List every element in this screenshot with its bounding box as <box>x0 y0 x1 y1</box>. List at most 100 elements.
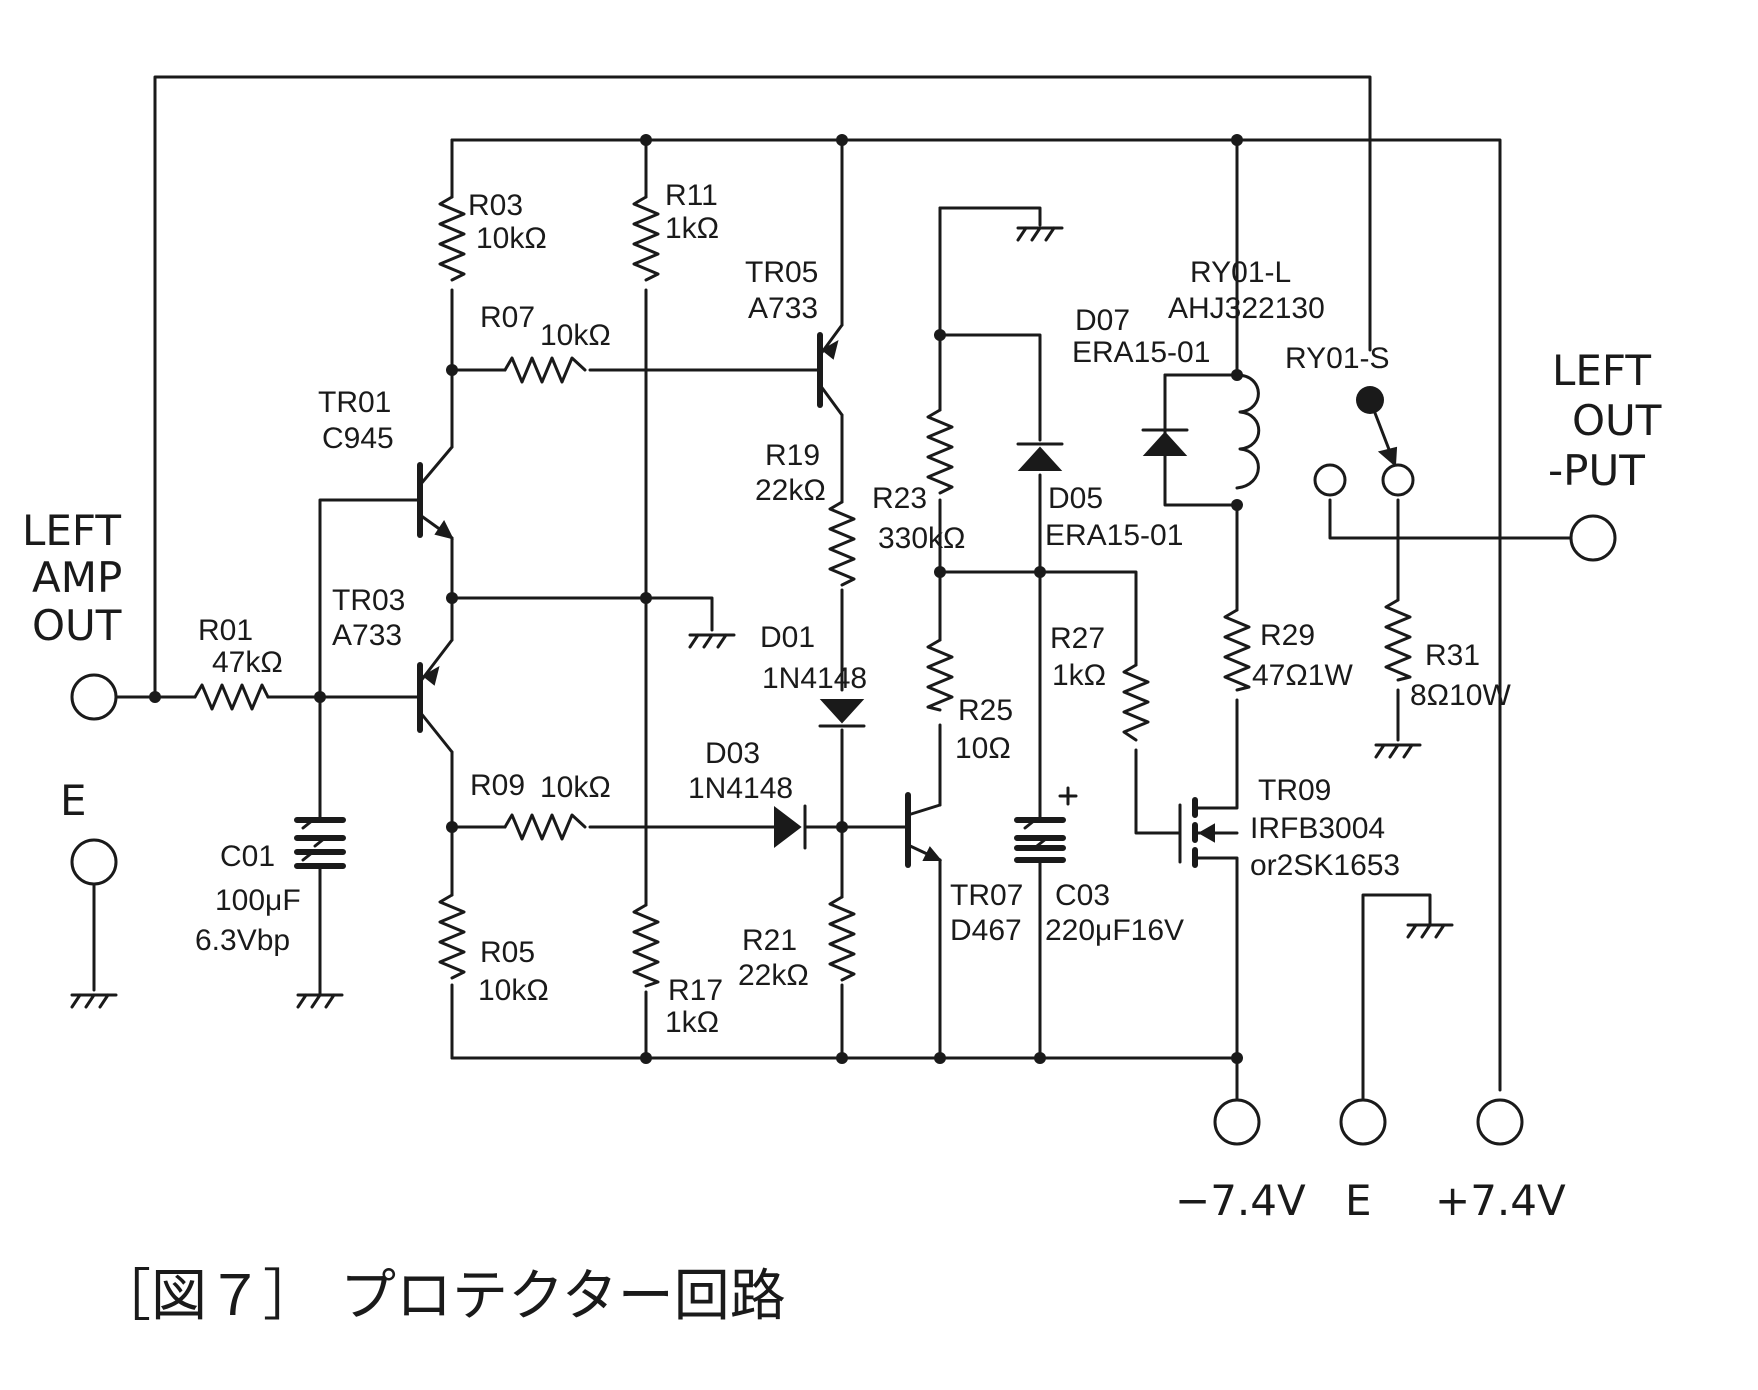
relay-switch-RY01-S <box>1313 386 1415 497</box>
left-output-label-2: OUT <box>1572 396 1662 445</box>
resistor-R19 <box>828 500 856 587</box>
R01-ref: R01 <box>198 614 253 647</box>
resistor-R09 <box>503 813 587 841</box>
D01-ref: D01 <box>760 621 815 654</box>
resistor-R25 <box>926 638 954 712</box>
R09-ref: R09 <box>470 769 525 802</box>
transistor-TR03 <box>417 638 454 754</box>
terminal-ground-out <box>1339 1098 1387 1146</box>
D01-part: 1N4148 <box>762 662 867 695</box>
component-labels: R01 47kΩ R03 10kΩ R07 10kΩ TR01 C945 TR0… <box>195 179 1511 1039</box>
terminal-left-amp-out <box>70 673 118 721</box>
transistor-TR07 <box>905 792 943 868</box>
R17-ref: R17 <box>668 974 723 1007</box>
C01-value: 100μF <box>215 884 301 917</box>
R23-value: 330kΩ <box>878 522 965 555</box>
R19-ref: R19 <box>765 439 820 472</box>
capacitor-C03 <box>1014 786 1078 863</box>
resistor-R05 <box>438 893 466 980</box>
TR05-part: A733 <box>748 292 818 325</box>
diode-D01 <box>818 699 866 728</box>
resistor-R21 <box>828 895 856 982</box>
terminal-ground-in <box>70 838 118 886</box>
minus-supply-label: −7.4V <box>1175 1176 1306 1225</box>
TR07-part: D467 <box>950 914 1022 947</box>
figure-title: プロテクター回路 <box>340 1264 786 1329</box>
TR09-part: IRFB3004 <box>1250 812 1385 845</box>
ground-in-label: E <box>60 776 87 825</box>
R31-value: 8Ω10W <box>1410 679 1511 712</box>
ground-icon <box>70 993 118 1009</box>
relay-coil-RY01-L <box>1235 373 1261 490</box>
R31-ref: R31 <box>1425 639 1480 672</box>
R09-value: 10kΩ <box>540 771 611 804</box>
D05-ref: D05 <box>1048 482 1103 515</box>
D03-ref: D03 <box>705 737 760 770</box>
TR09-alt: or2SK1653 <box>1250 849 1400 882</box>
R23-ref: R23 <box>872 482 927 515</box>
R27-value: 1kΩ <box>1052 659 1106 692</box>
RY01-S-ref: RY01-S <box>1285 342 1390 375</box>
resistor-R17 <box>632 903 660 988</box>
R27-ref: R27 <box>1050 622 1105 655</box>
ground-icon <box>1016 226 1064 242</box>
RY01-L-part: AHJ322130 <box>1168 292 1325 325</box>
C01-ref: C01 <box>220 840 275 873</box>
R19-value: 22kΩ <box>755 474 826 507</box>
R25-ref: R25 <box>958 694 1013 727</box>
TR09-ref: TR09 <box>1258 774 1331 807</box>
ground-icon <box>688 633 736 649</box>
wiring <box>92 75 1572 1102</box>
R01-value: 47kΩ <box>212 646 283 679</box>
junctions <box>149 134 1243 1064</box>
TR03-part: A733 <box>332 619 402 652</box>
figure-caption: ［図７］ プロテクター回路 <box>95 1264 786 1329</box>
R21-value: 22kΩ <box>738 959 809 992</box>
ground-icon <box>1406 923 1454 939</box>
diode-D03 <box>774 804 807 850</box>
left-amp-out-label-3: OUT <box>32 601 122 650</box>
R29-value: 47Ω1W <box>1252 659 1353 692</box>
R07-ref: R07 <box>480 301 535 334</box>
R03-ref: R03 <box>468 189 523 222</box>
terminal-minus-supply <box>1213 1098 1261 1146</box>
terminal-labels: LEFT AMP OUT E LEFT OUT -PUT −7.4V E +7.… <box>22 346 1662 1225</box>
transistor-TR09 <box>1178 797 1239 868</box>
resistor-R03 <box>438 195 466 282</box>
R05-ref: R05 <box>480 936 535 969</box>
TR01-ref: TR01 <box>318 386 391 419</box>
resistor-R01 <box>193 683 270 711</box>
terminal-left-output <box>1569 514 1617 562</box>
terminals <box>70 514 1617 1146</box>
left-amp-out-label-1: LEFT <box>22 506 121 555</box>
D07-ref: D07 <box>1075 304 1130 337</box>
C01-rating: 6.3Vbp <box>195 924 290 957</box>
left-output-label-1: LEFT <box>1552 346 1651 395</box>
R11-value: 1kΩ <box>665 212 719 245</box>
R29-ref: R29 <box>1260 619 1315 652</box>
diode-D07 <box>1141 428 1189 456</box>
R17-value: 1kΩ <box>665 1006 719 1039</box>
ground-icon <box>1374 743 1422 759</box>
resistor-R07 <box>503 356 587 384</box>
diode-D05 <box>1016 442 1064 471</box>
capacitor-C01 <box>294 817 346 869</box>
R07-value: 10kΩ <box>540 319 611 352</box>
R05-value: 10kΩ <box>478 974 549 1007</box>
TR03-ref: TR03 <box>332 584 405 617</box>
ground-out-label: E <box>1345 1176 1372 1225</box>
R03-value: 10kΩ <box>476 222 547 255</box>
transistor-TR05 <box>817 323 844 417</box>
D05-part: ERA15-01 <box>1045 519 1183 552</box>
resistor-R11 <box>632 195 660 282</box>
C03-value: 220μF16V <box>1045 914 1184 947</box>
ground-symbols <box>70 226 1454 1009</box>
TR05-ref: TR05 <box>745 256 818 289</box>
figure-number: ［図７］ <box>95 1264 319 1329</box>
R21-ref: R21 <box>742 924 797 957</box>
left-output-label-3: -PUT <box>1548 446 1645 495</box>
D07-part: ERA15-01 <box>1072 336 1210 369</box>
terminal-plus-supply <box>1476 1098 1524 1146</box>
TR07-ref: TR07 <box>950 879 1023 912</box>
left-amp-out-label-2: AMP <box>32 553 122 602</box>
